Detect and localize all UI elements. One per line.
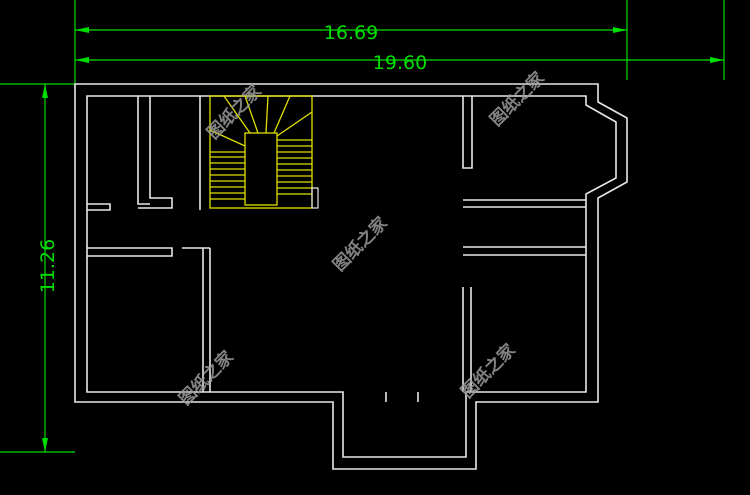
watermark-text: 图纸之家	[203, 81, 266, 144]
dimension-label-19-60: 19.60	[373, 52, 427, 74]
dimension-top-outer: 19.60	[75, 0, 725, 80]
dimension-label-11-26: 11.26	[37, 239, 59, 293]
watermark-text: 图纸之家	[457, 340, 520, 403]
watermark-text: 图纸之家	[329, 213, 392, 276]
watermark-text: 图纸之家	[175, 347, 238, 410]
watermark-text: 图纸之家	[486, 68, 549, 131]
exterior-walls	[74, 83, 628, 470]
interior-walls	[87, 96, 586, 402]
watermarks: 图纸之家 图纸之家 图纸之家 图纸之家 图纸之家	[175, 68, 549, 410]
staircase	[209, 95, 319, 209]
dimension-left-height: 11.26	[0, 83, 75, 453]
dimension-top-inner: 16.69	[74, 0, 628, 88]
dimension-label-16-69: 16.69	[324, 22, 378, 44]
